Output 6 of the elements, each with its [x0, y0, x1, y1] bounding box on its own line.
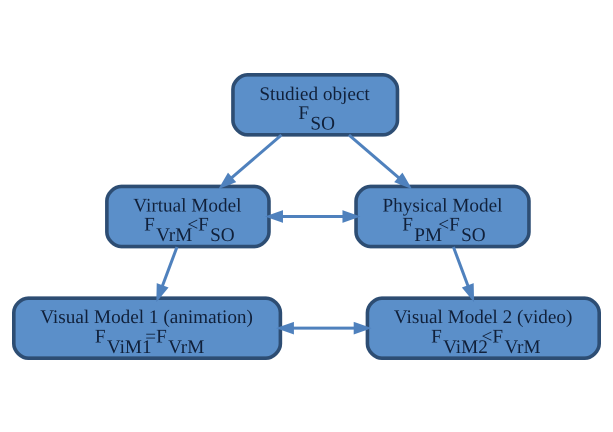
- arrow: [264, 210, 361, 222]
- arrow: [348, 133, 412, 189]
- arrow: [452, 246, 474, 302]
- arrow: [218, 133, 282, 189]
- arrow: [156, 246, 178, 302]
- arrow: [276, 321, 372, 334]
